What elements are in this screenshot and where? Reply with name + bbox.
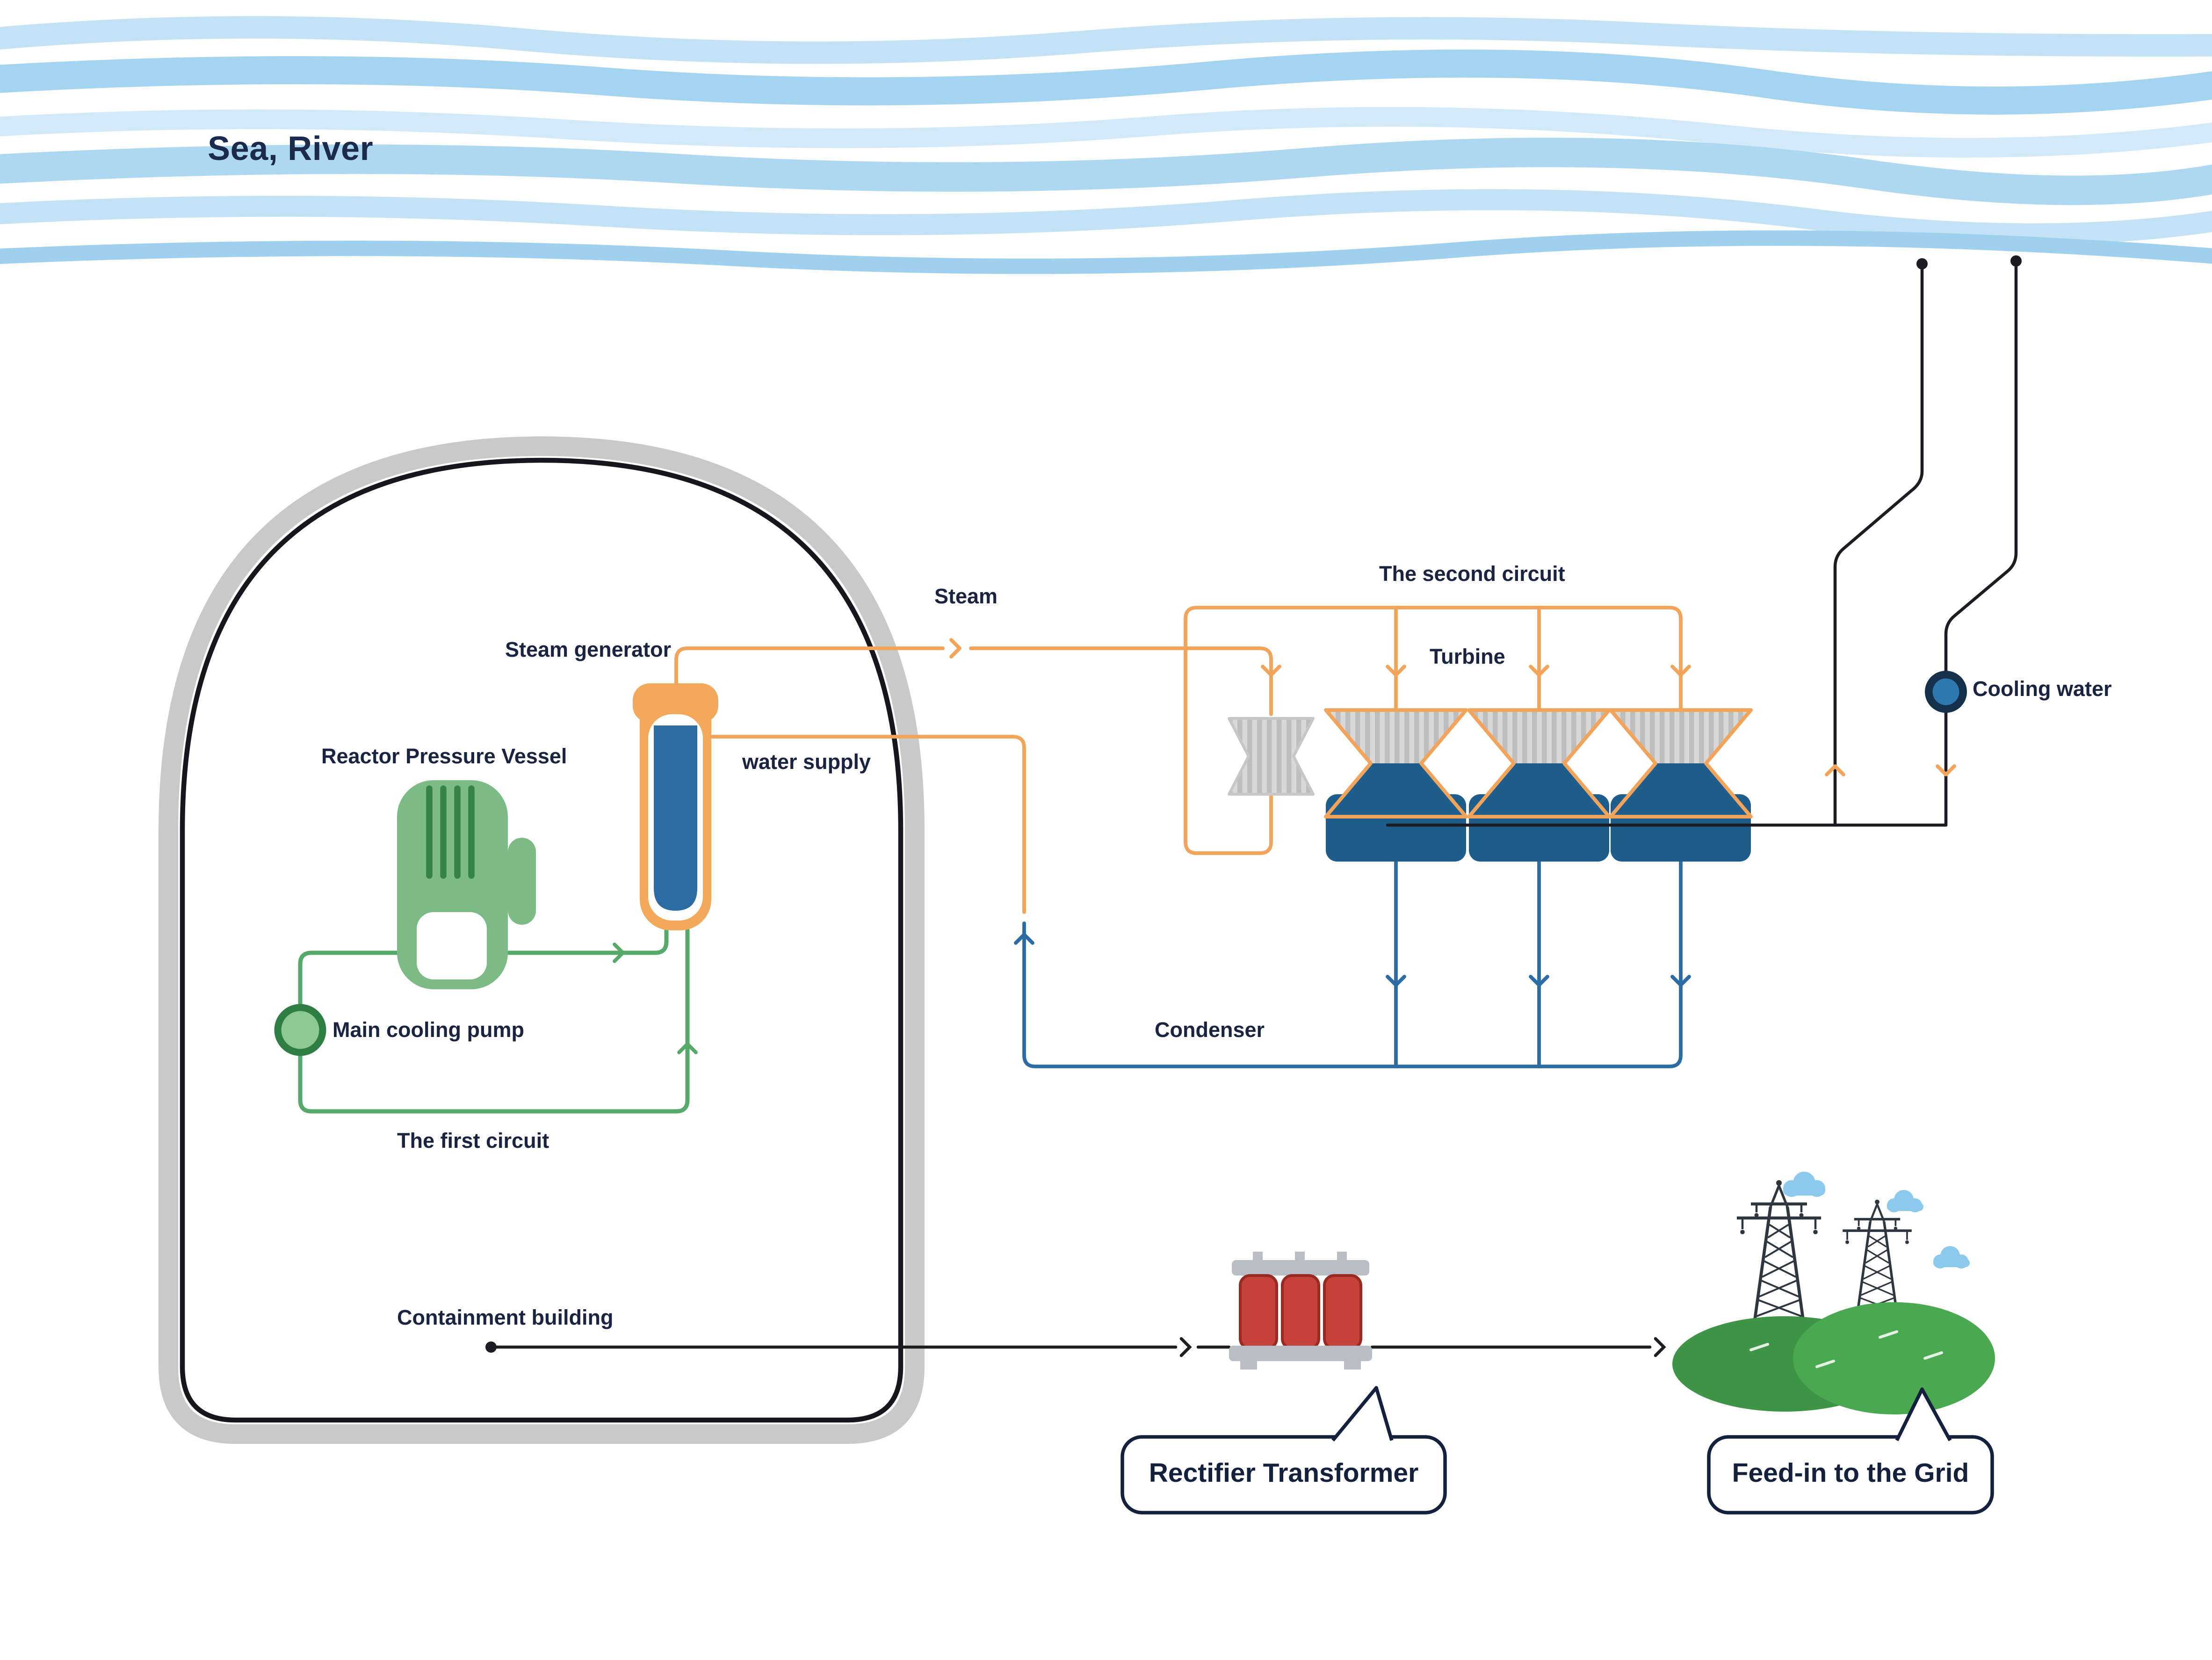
lp-turbine-3-icon xyxy=(1609,708,1753,819)
cooling-water-label: Cooling water xyxy=(1973,678,2112,702)
feedwater-pipe xyxy=(709,735,1026,914)
condensate-flow-arrow-up xyxy=(1014,933,1034,945)
hp-turbine-icon xyxy=(1228,717,1315,796)
steam-flow-arrow xyxy=(949,638,961,659)
power-flow-arrow-1 xyxy=(1179,1337,1192,1357)
sea-intake-dot xyxy=(2010,255,2022,267)
cooling-water-pump-icon xyxy=(1925,671,1967,713)
lp-turbine-1-icon xyxy=(1324,708,1468,819)
sea-waves xyxy=(0,16,2212,274)
speech-bubble-grid xyxy=(1707,1387,1994,1515)
cloud-icons xyxy=(1783,1172,1970,1269)
main-cooling-pump-icon xyxy=(274,1004,326,1056)
second-circuit-label: The second circuit xyxy=(1379,563,1565,587)
cooling-flow-arrow-up xyxy=(1825,764,1845,776)
water-supply-label: water supply xyxy=(742,751,871,775)
condensate-pipes xyxy=(1014,860,1691,1068)
rectifier-transformer-label: Rectifier Transformer xyxy=(1149,1459,1419,1489)
turbine-label: Turbine xyxy=(1430,645,1505,669)
speech-bubble-transformer xyxy=(1120,1386,1447,1515)
pressurizer-icon xyxy=(508,838,536,925)
lp-turbine-2-icon xyxy=(1467,708,1611,819)
grass-hills xyxy=(1672,1302,1995,1414)
reactor-pressure-vessel-icon xyxy=(397,780,536,989)
steam-generator-icon xyxy=(633,683,718,930)
sea-river-label: Sea, River xyxy=(208,130,374,168)
reactor-pressure-vessel-label: Reactor Pressure Vessel xyxy=(321,745,567,769)
power-line xyxy=(485,1337,1666,1357)
steam-generator-label: Steam generator xyxy=(505,638,672,662)
turbines xyxy=(1228,708,1753,819)
secondary-circuit-pipes xyxy=(674,606,1691,914)
first-circuit-label: The first circuit xyxy=(397,1130,549,1153)
rectifier-transformer-icon xyxy=(1229,1252,1372,1370)
control-rods-icon xyxy=(426,785,475,879)
power-flow-arrow-2 xyxy=(1654,1337,1666,1357)
feed-in-to-grid-label: Feed-in to the Grid xyxy=(1732,1459,1969,1489)
primary-flow-arrow-right xyxy=(613,942,625,963)
primary-circuit-pipes xyxy=(298,928,698,1114)
condenser-label: Condenser xyxy=(1155,1019,1265,1043)
containment-building-label: Containment building xyxy=(397,1306,614,1330)
grid-illustration xyxy=(1672,1172,1995,1414)
reactor-core-window xyxy=(417,912,487,979)
cooling-flow-arrow-down xyxy=(1936,764,1956,776)
sea-outfall-dot xyxy=(1916,258,1928,269)
steam-label: Steam xyxy=(934,585,998,609)
primary-flow-arrow-up xyxy=(677,1042,698,1054)
containment-building-outline xyxy=(159,436,925,1444)
cooling-water-pipes xyxy=(1386,255,2022,827)
main-cooling-pump-label: Main cooling pump xyxy=(333,1019,524,1043)
